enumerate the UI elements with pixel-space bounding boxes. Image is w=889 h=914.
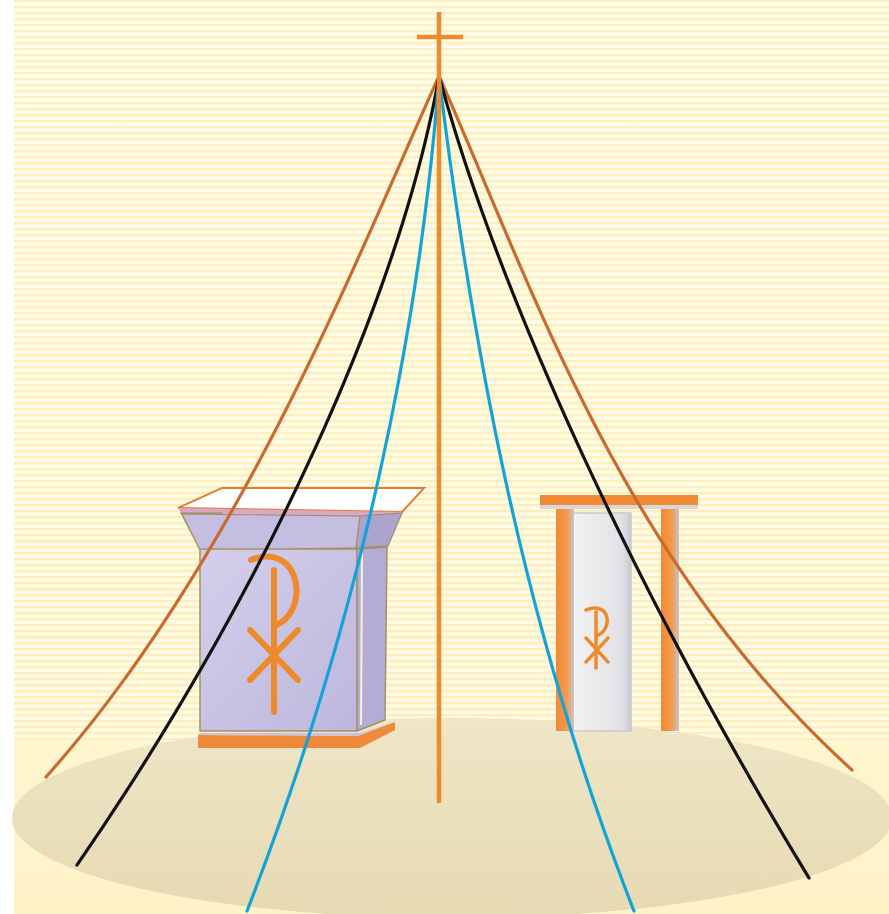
altar-side-highlight (361, 553, 362, 725)
tabernacle-left-pillar (556, 509, 574, 731)
floor-ellipse (12, 718, 889, 914)
altar-top (178, 488, 424, 512)
background-stripes (14, 0, 889, 740)
altar-front (200, 549, 357, 731)
altar-front-flare (182, 514, 360, 550)
tabernacle-beam-shadow (540, 505, 698, 509)
tabernacle-door (568, 513, 631, 731)
left-margin-strip (0, 0, 14, 914)
